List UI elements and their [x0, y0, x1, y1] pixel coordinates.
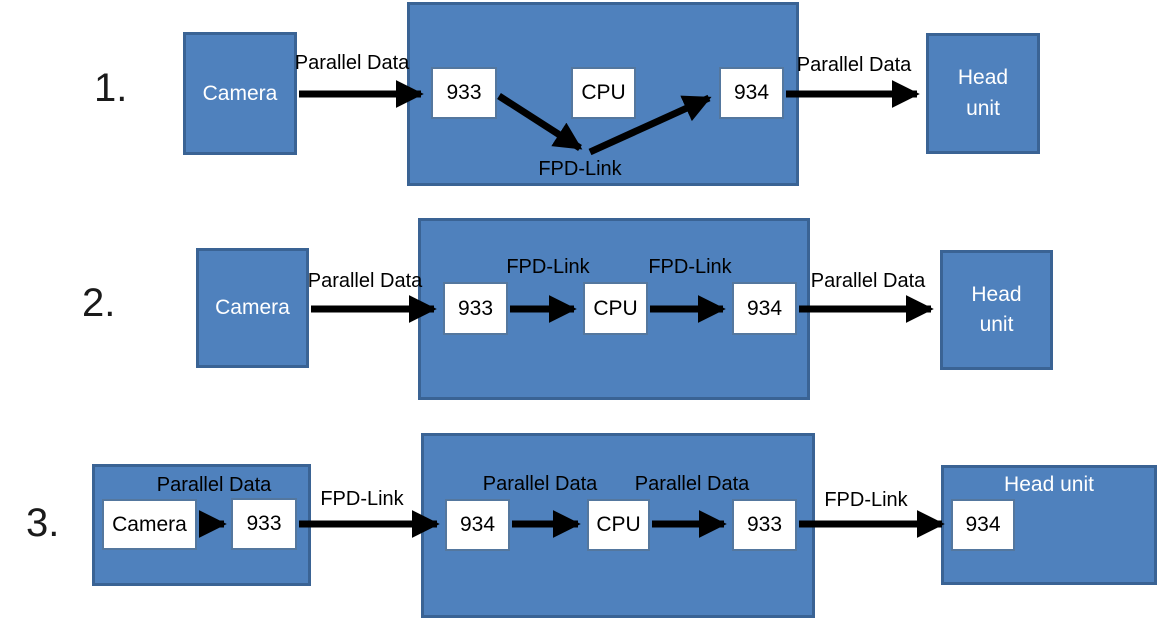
- chip-cpu-row1: CPU: [571, 67, 636, 119]
- edge-label-parallel-data-camera-row3: Parallel Data: [156, 474, 272, 496]
- chip-cpu-label: CPU: [593, 296, 638, 320]
- chip-cpu-label: CPU: [596, 513, 641, 536]
- camera-node-row2: Camera: [196, 248, 309, 368]
- edge-label-fpd-link-in-row3: FPD-Link: [320, 488, 404, 510]
- head-unit-node-row2: Head unit: [940, 250, 1053, 370]
- chip-933-label: 933: [246, 512, 282, 535]
- edge-label-parallel-data-in-row1: Parallel Data: [294, 52, 410, 74]
- edge-label-fpd-link-row1: FPD-Link: [538, 158, 622, 180]
- edge-label-parallel-data-2-row3: Parallel Data: [634, 473, 750, 495]
- chip-933-label: 933: [457, 296, 494, 320]
- head-unit-label: Head unit: [957, 66, 1009, 120]
- camera-label: Camera: [215, 296, 290, 319]
- chip-cpu-row2: CPU: [583, 282, 648, 335]
- head-unit-node-row1: Head unit: [926, 33, 1040, 154]
- edge-label-parallel-data-in-row2: Parallel Data: [307, 270, 423, 292]
- chip-934-label: 934: [746, 296, 783, 320]
- chip-934-row2: 934: [732, 282, 797, 335]
- head-unit-label: Head unit: [1004, 473, 1094, 496]
- edge-label-parallel-data-out-row2: Parallel Data: [810, 270, 926, 292]
- step-3-number: 3.: [26, 501, 60, 545]
- chip-933-row1: 933: [431, 67, 497, 119]
- chip-cpu-row3: CPU: [587, 499, 650, 551]
- chip-camera-label: Camera: [112, 512, 187, 536]
- step-1-number: 1.: [94, 66, 128, 110]
- chip-934-label: 934: [459, 513, 496, 536]
- edge-label-parallel-data-out-row1: Parallel Data: [796, 54, 912, 76]
- chip-933-camera-row3: 933: [231, 498, 297, 550]
- chip-934-head-row3: 934: [951, 499, 1015, 551]
- chip-933-row3: 933: [732, 499, 797, 551]
- chip-934-label: 934: [965, 513, 1001, 536]
- head-unit-label: Head unit: [971, 282, 1022, 336]
- chip-934-row1: 934: [719, 67, 784, 119]
- edge-label-fpd-link-2-row2: FPD-Link: [648, 256, 732, 278]
- camera-node-row1: Camera: [183, 32, 297, 155]
- edge-label-fpd-link-1-row2: FPD-Link: [506, 256, 590, 278]
- camera-label: Camera: [202, 81, 278, 105]
- chip-933-row2: 933: [443, 282, 508, 335]
- edge-label-fpd-link-out-row3: FPD-Link: [824, 489, 908, 511]
- edge-label-parallel-data-1-row3: Parallel Data: [482, 473, 598, 495]
- chip-cpu-label: CPU: [581, 81, 626, 104]
- chip-933-label: 933: [746, 513, 783, 536]
- chip-camera-row3: Camera: [102, 499, 197, 550]
- chip-934-row3: 934: [445, 499, 510, 551]
- chip-933-label: 933: [446, 81, 482, 104]
- step-2-number: 2.: [82, 281, 116, 325]
- chip-934-label: 934: [733, 81, 770, 104]
